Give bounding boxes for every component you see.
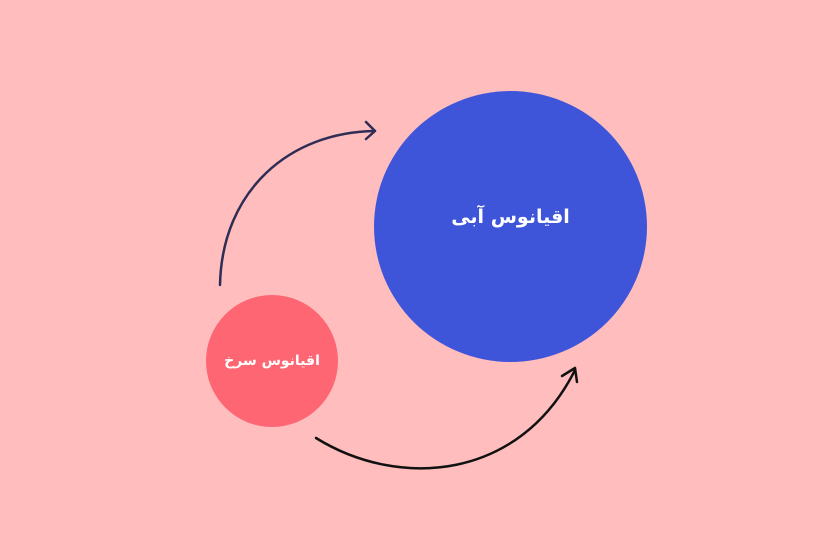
- red-ocean-label: اقیانوس سرخ: [224, 353, 320, 369]
- blue-ocean-node: اقیانوس آبی: [374, 91, 647, 362]
- red-ocean-node: اقیانوس سرخ: [206, 295, 338, 427]
- top-arrow: [218, 120, 377, 287]
- bottom-arrow: [314, 366, 579, 470]
- blue-ocean-label: اقیانوس آبی: [451, 205, 570, 228]
